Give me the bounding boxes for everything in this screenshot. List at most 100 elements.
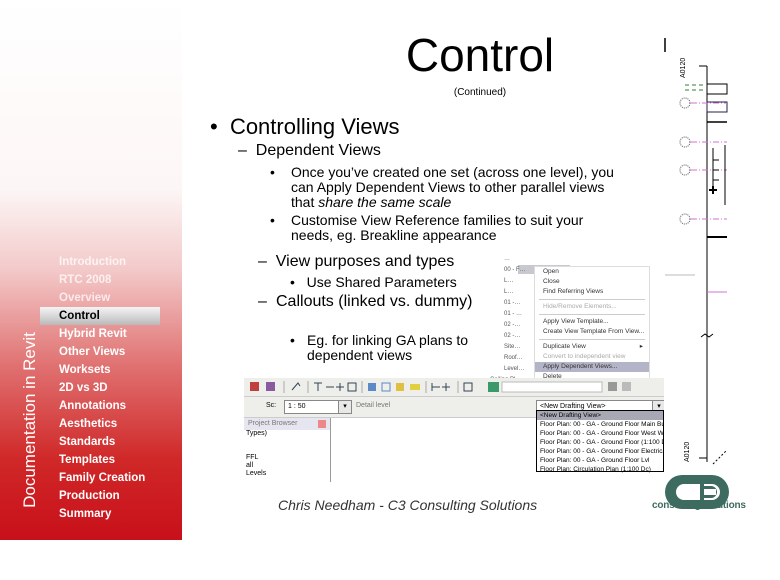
nav-item-production[interactable]: Production bbox=[59, 490, 120, 502]
tree-node[interactable]: Roof… bbox=[504, 355, 523, 361]
dropdown-option[interactable]: <New Drafting View> bbox=[537, 411, 663, 420]
nav-item-control[interactable]: Control bbox=[40, 307, 160, 325]
sub-bullet-text: Dependent Views bbox=[255, 142, 381, 159]
scale-dropdown-button[interactable]: ▾ bbox=[338, 400, 352, 414]
tree-node[interactable]: Site… bbox=[504, 344, 521, 350]
tree-node[interactable]: 02 -… bbox=[504, 333, 521, 339]
menu-item-apply-dependent-views[interactable]: Apply Dependent Views... bbox=[535, 362, 649, 372]
menu-item-label: Find Referring Views bbox=[543, 288, 604, 295]
tree-node[interactable]: 01 - … bbox=[504, 311, 523, 317]
close-icon[interactable] bbox=[318, 420, 326, 428]
tree-node[interactable]: … bbox=[504, 256, 510, 262]
tool-icon bbox=[608, 382, 617, 391]
detail-level-label: Detail level bbox=[356, 402, 391, 409]
dash-mark: – bbox=[258, 253, 267, 270]
scale-field[interactable]: 1 : 50 bbox=[284, 400, 339, 414]
menu-item-label: Apply Dependent Views... bbox=[543, 363, 618, 370]
nav-item-introduction[interactable]: Introduction bbox=[59, 256, 127, 268]
menu-item-close[interactable]: Close bbox=[535, 277, 649, 287]
tree-node[interactable]: 02 -… bbox=[504, 322, 521, 328]
point-apply-dependent: • Once you’ve created one set (across on… bbox=[270, 165, 630, 210]
browser-item[interactable]: Levels bbox=[246, 470, 267, 477]
point-shared-params: • Use Shared Parameters bbox=[290, 275, 457, 290]
submenu-arrow-icon: ▸ bbox=[639, 343, 643, 350]
menu-item-label: Delete bbox=[543, 373, 562, 380]
menu-item-open[interactable]: Open bbox=[535, 267, 649, 277]
tool-icon bbox=[622, 382, 631, 391]
nav-item-hybrid-revit[interactable]: Hybrid Revit bbox=[59, 328, 127, 340]
bullet-text: Controlling Views bbox=[229, 114, 400, 139]
tool-icon bbox=[266, 382, 275, 391]
nav-item-aesthetics[interactable]: Aesthetics bbox=[59, 418, 118, 430]
dropdown-option[interactable]: Floor Plan: 00 - GA - Ground Floor Elect… bbox=[540, 448, 663, 455]
browser-item[interactable]: Types) bbox=[246, 430, 268, 437]
nav-item-templates[interactable]: Templates bbox=[59, 454, 116, 466]
dropdown-option[interactable]: Floor Plan: 00 - GA - Ground Floor West … bbox=[540, 430, 663, 437]
breakline-symbol bbox=[700, 333, 714, 338]
tool-icon bbox=[396, 383, 404, 391]
ref-label-top: A0120 bbox=[680, 58, 687, 78]
menu-item-label: Create View Template From View... bbox=[543, 328, 645, 335]
nav-item-annotations[interactable]: Annotations bbox=[59, 400, 127, 412]
menu-item-label: Apply View Template... bbox=[543, 318, 609, 325]
point-text: Use Shared Parameters bbox=[306, 274, 457, 290]
menu-item-label: Convert to independent view bbox=[543, 353, 626, 360]
main-toolbar bbox=[244, 378, 664, 397]
grid-bubble bbox=[679, 164, 691, 176]
menu-item-label: Hide/Remove Elements... bbox=[543, 303, 617, 310]
point-emphasis: share the same scale bbox=[318, 194, 452, 210]
project-tree: … 00 - F… L… L… 01 -… 01 - … 02 -… 02 -… Site… Ro… bbox=[484, 254, 526, 382]
dropdown-option[interactable]: Floor Plan: 00 - GA - Ground Floor Main … bbox=[540, 421, 663, 428]
toolbar-icons bbox=[250, 381, 631, 393]
nav-item-worksets[interactable]: Worksets bbox=[59, 364, 111, 376]
menu-separator bbox=[539, 299, 645, 300]
view-dropdown-list: <New Drafting View>Floor Plan: 00 - GA -… bbox=[536, 410, 664, 473]
menu-item-duplicate-view[interactable]: Duplicate View▸ bbox=[535, 342, 649, 352]
point-text: Once you’ve created one set (across one … bbox=[291, 164, 614, 210]
tool-icon bbox=[250, 382, 259, 391]
nav-item-2d-vs-3d[interactable]: 2D vs 3D bbox=[59, 382, 108, 394]
footer-credit: Chris Needham - C3 Consulting Solutions bbox=[278, 497, 538, 513]
nav-item-other-views[interactable]: Other Views bbox=[59, 346, 126, 358]
browser-item[interactable]: FFL bbox=[246, 454, 259, 461]
menu-item-find-referring-views[interactable]: Find Referring Views bbox=[535, 287, 649, 297]
browser-item[interactable] bbox=[244, 446, 330, 454]
menu-item-hide-remove-elements: Hide/Remove Elements... bbox=[535, 302, 649, 312]
tree-node[interactable]: 00 - F… bbox=[504, 267, 526, 273]
tree-node[interactable]: L… bbox=[504, 278, 514, 284]
render-icon bbox=[488, 382, 499, 392]
sub-bullet-callouts: – Callouts (linked vs. dummy) bbox=[258, 293, 478, 311]
menu-separator bbox=[539, 339, 645, 340]
menu-item-create-view-template-from-view[interactable]: Create View Template From View... bbox=[535, 327, 649, 337]
menu-item-convert-to-independent-view: Convert to independent view bbox=[535, 352, 649, 362]
dropdown-option[interactable]: Floor Plan: 00 - GA - Ground Floor (1:10… bbox=[540, 439, 663, 446]
tree-node[interactable]: L… bbox=[504, 289, 514, 295]
dropdown-option[interactable]: Floor Plan: 00 - GA - Ground Floor Lvl bbox=[540, 457, 650, 464]
nav-item-overview[interactable]: Overview bbox=[59, 292, 111, 304]
nav-item-family-creation[interactable]: Family Creation bbox=[59, 472, 146, 484]
menu-separator bbox=[539, 314, 645, 315]
dropdown-option[interactable]: Floor Plan: Circulation Plan (1:100 Dc) bbox=[540, 466, 651, 473]
tool-icon bbox=[463, 382, 473, 392]
menu-item-apply-view-template[interactable]: Apply View Template... bbox=[535, 317, 649, 327]
menu-item-delete[interactable]: Delete bbox=[535, 372, 649, 382]
tool-icon bbox=[314, 382, 344, 391]
render-combo[interactable] bbox=[501, 381, 603, 393]
tree-node[interactable]: Level… bbox=[504, 366, 525, 372]
point-customise-view-ref: • Customise View Reference families to s… bbox=[270, 213, 600, 243]
nav-item-rtc-2008[interactable]: RTC 2008 bbox=[59, 274, 112, 286]
project-browser-title: Project Browser bbox=[244, 418, 330, 430]
browser-item[interactable] bbox=[244, 438, 330, 446]
grid-bubble bbox=[679, 213, 691, 225]
tree-node[interactable]: 01 -… bbox=[504, 300, 521, 306]
point-text: Eg. for linking GA plans to dependent vi… bbox=[307, 332, 469, 363]
nav-item-summary[interactable]: Summary bbox=[59, 508, 112, 520]
sidebar-vertical-title: Documentation in Revit bbox=[20, 332, 39, 508]
grid-bubble bbox=[679, 97, 691, 109]
browser-item[interactable]: all bbox=[246, 462, 254, 469]
callout-drawing: A0120 A0120 bbox=[664, 38, 728, 465]
c3-logo-mark bbox=[665, 475, 729, 509]
nav-item-standards[interactable]: Standards bbox=[59, 436, 116, 448]
